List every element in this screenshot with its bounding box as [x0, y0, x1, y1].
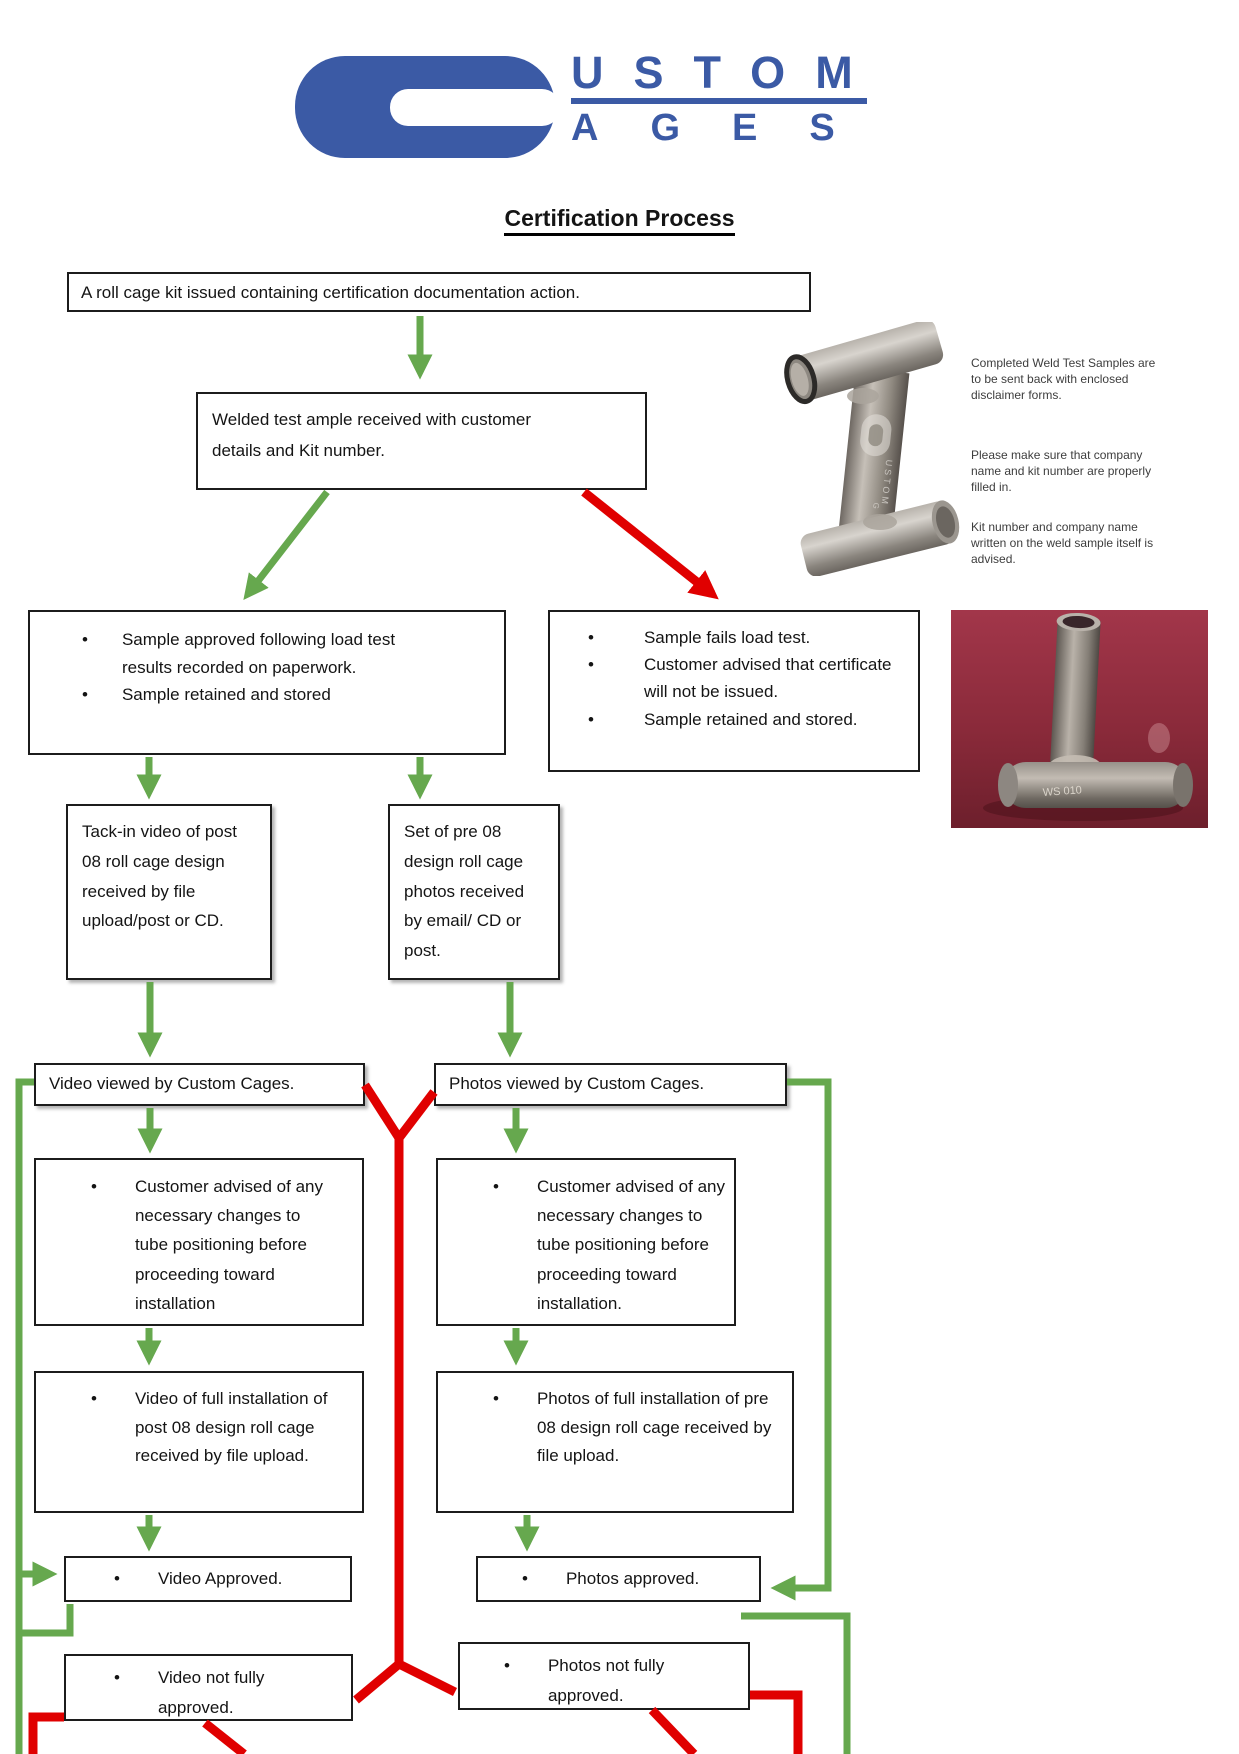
bullet-item: Sample retained and stored: [121, 685, 331, 705]
flow-box-video-changes-advised: Customer advised of any necessary change…: [34, 1158, 364, 1326]
bullet-item: Photos of full installation of pre 08 de…: [536, 1389, 772, 1466]
flow-box-sample-fails: Sample fails load test. Customer advised…: [548, 610, 920, 772]
flow-box-weld-sample-received-text: Welded test ample received with customer…: [212, 410, 532, 460]
bullet-item: Sample approved following load test resu…: [121, 630, 396, 677]
svg-text:USTOM: USTOM: [879, 459, 894, 507]
flow-box-photos-not-approved: Photos not fully approved.: [458, 1642, 750, 1710]
flow-box-kit-issued-text: A roll cage kit issued containing certif…: [81, 283, 580, 302]
bullet-item: Photos not fully approved.: [547, 1656, 665, 1705]
flow-box-tackin-video-text: Tack-in video of post 08 roll cage desig…: [82, 822, 237, 931]
note-kit-number: Kit number and company name written on t…: [971, 520, 1154, 566]
bullet-item: Video not fully approved.: [157, 1668, 265, 1717]
bullet-item: Photos approved.: [565, 1568, 700, 1588]
bullet-item: Sample fails load test.: [643, 628, 811, 647]
custom-cages-logo-text: USTOM AGES: [571, 50, 871, 147]
weld-test-sample-photo: USTOM G E S: [784, 322, 960, 576]
flow-box-photos-changes-advised: Customer advised of any necessary change…: [436, 1158, 736, 1326]
logo-underline: [571, 98, 867, 104]
flow-box-photos-full-install: Photos of full installation of pre 08 de…: [436, 1371, 794, 1513]
flow-box-photos-viewed: Photos viewed by Custom Cages.: [434, 1063, 787, 1106]
flow-box-tackin-video: Tack-in video of post 08 roll cage desig…: [66, 804, 272, 980]
bullet-item: Video of full installation of post 08 de…: [134, 1389, 328, 1466]
bullet-item: Customer advised of any necessary change…: [134, 1177, 323, 1313]
flow-box-video-viewed-text: Video viewed by Custom Cages.: [49, 1074, 295, 1094]
logo-word-ages: AGES: [571, 107, 887, 149]
flow-box-kit-issued: A roll cage kit issued containing certif…: [67, 272, 811, 312]
bullet-item: Customer advised of any necessary change…: [536, 1177, 725, 1313]
note-company-name: Please make sure that company name and k…: [971, 448, 1152, 494]
sample-marking-text: WS 010: [1042, 784, 1082, 799]
bullet-item: Video Approved.: [157, 1568, 283, 1588]
bullet-item: Customer advised that certificate will n…: [643, 655, 892, 702]
flow-box-photos-viewed-text: Photos viewed by Custom Cages.: [449, 1074, 705, 1094]
flow-box-video-approved: Video Approved.: [64, 1556, 352, 1602]
flow-box-video-full-install: Video of full installation of post 08 de…: [34, 1371, 364, 1513]
flow-box-video-viewed: Video viewed by Custom Cages.: [34, 1063, 365, 1106]
flow-box-pre08-photos-text: Set of pre 08 design roll cage photos re…: [404, 822, 525, 960]
flow-box-weld-sample-received: Welded test ample received with customer…: [196, 392, 647, 490]
green-arrows: [15, 316, 851, 1754]
logo-word-ustom: USTOM: [571, 47, 883, 98]
custom-cages-logo-c-icon: [295, 56, 555, 158]
bullet-item: Sample retained and stored.: [643, 709, 858, 729]
flow-box-pre08-photos: Set of pre 08 design roll cage photos re…: [388, 804, 560, 980]
page-title: Certification Process: [504, 205, 735, 236]
failed-sample-photo: WS 010: [951, 610, 1208, 828]
flow-box-sample-approved: Sample approved following load test resu…: [28, 610, 506, 755]
flow-box-photos-approved: Photos approved.: [476, 1556, 761, 1602]
flow-box-video-not-approved: Video not fully approved.: [64, 1654, 353, 1721]
note-completed-samples: Completed Weld Test Samples are to be se…: [971, 356, 1156, 402]
